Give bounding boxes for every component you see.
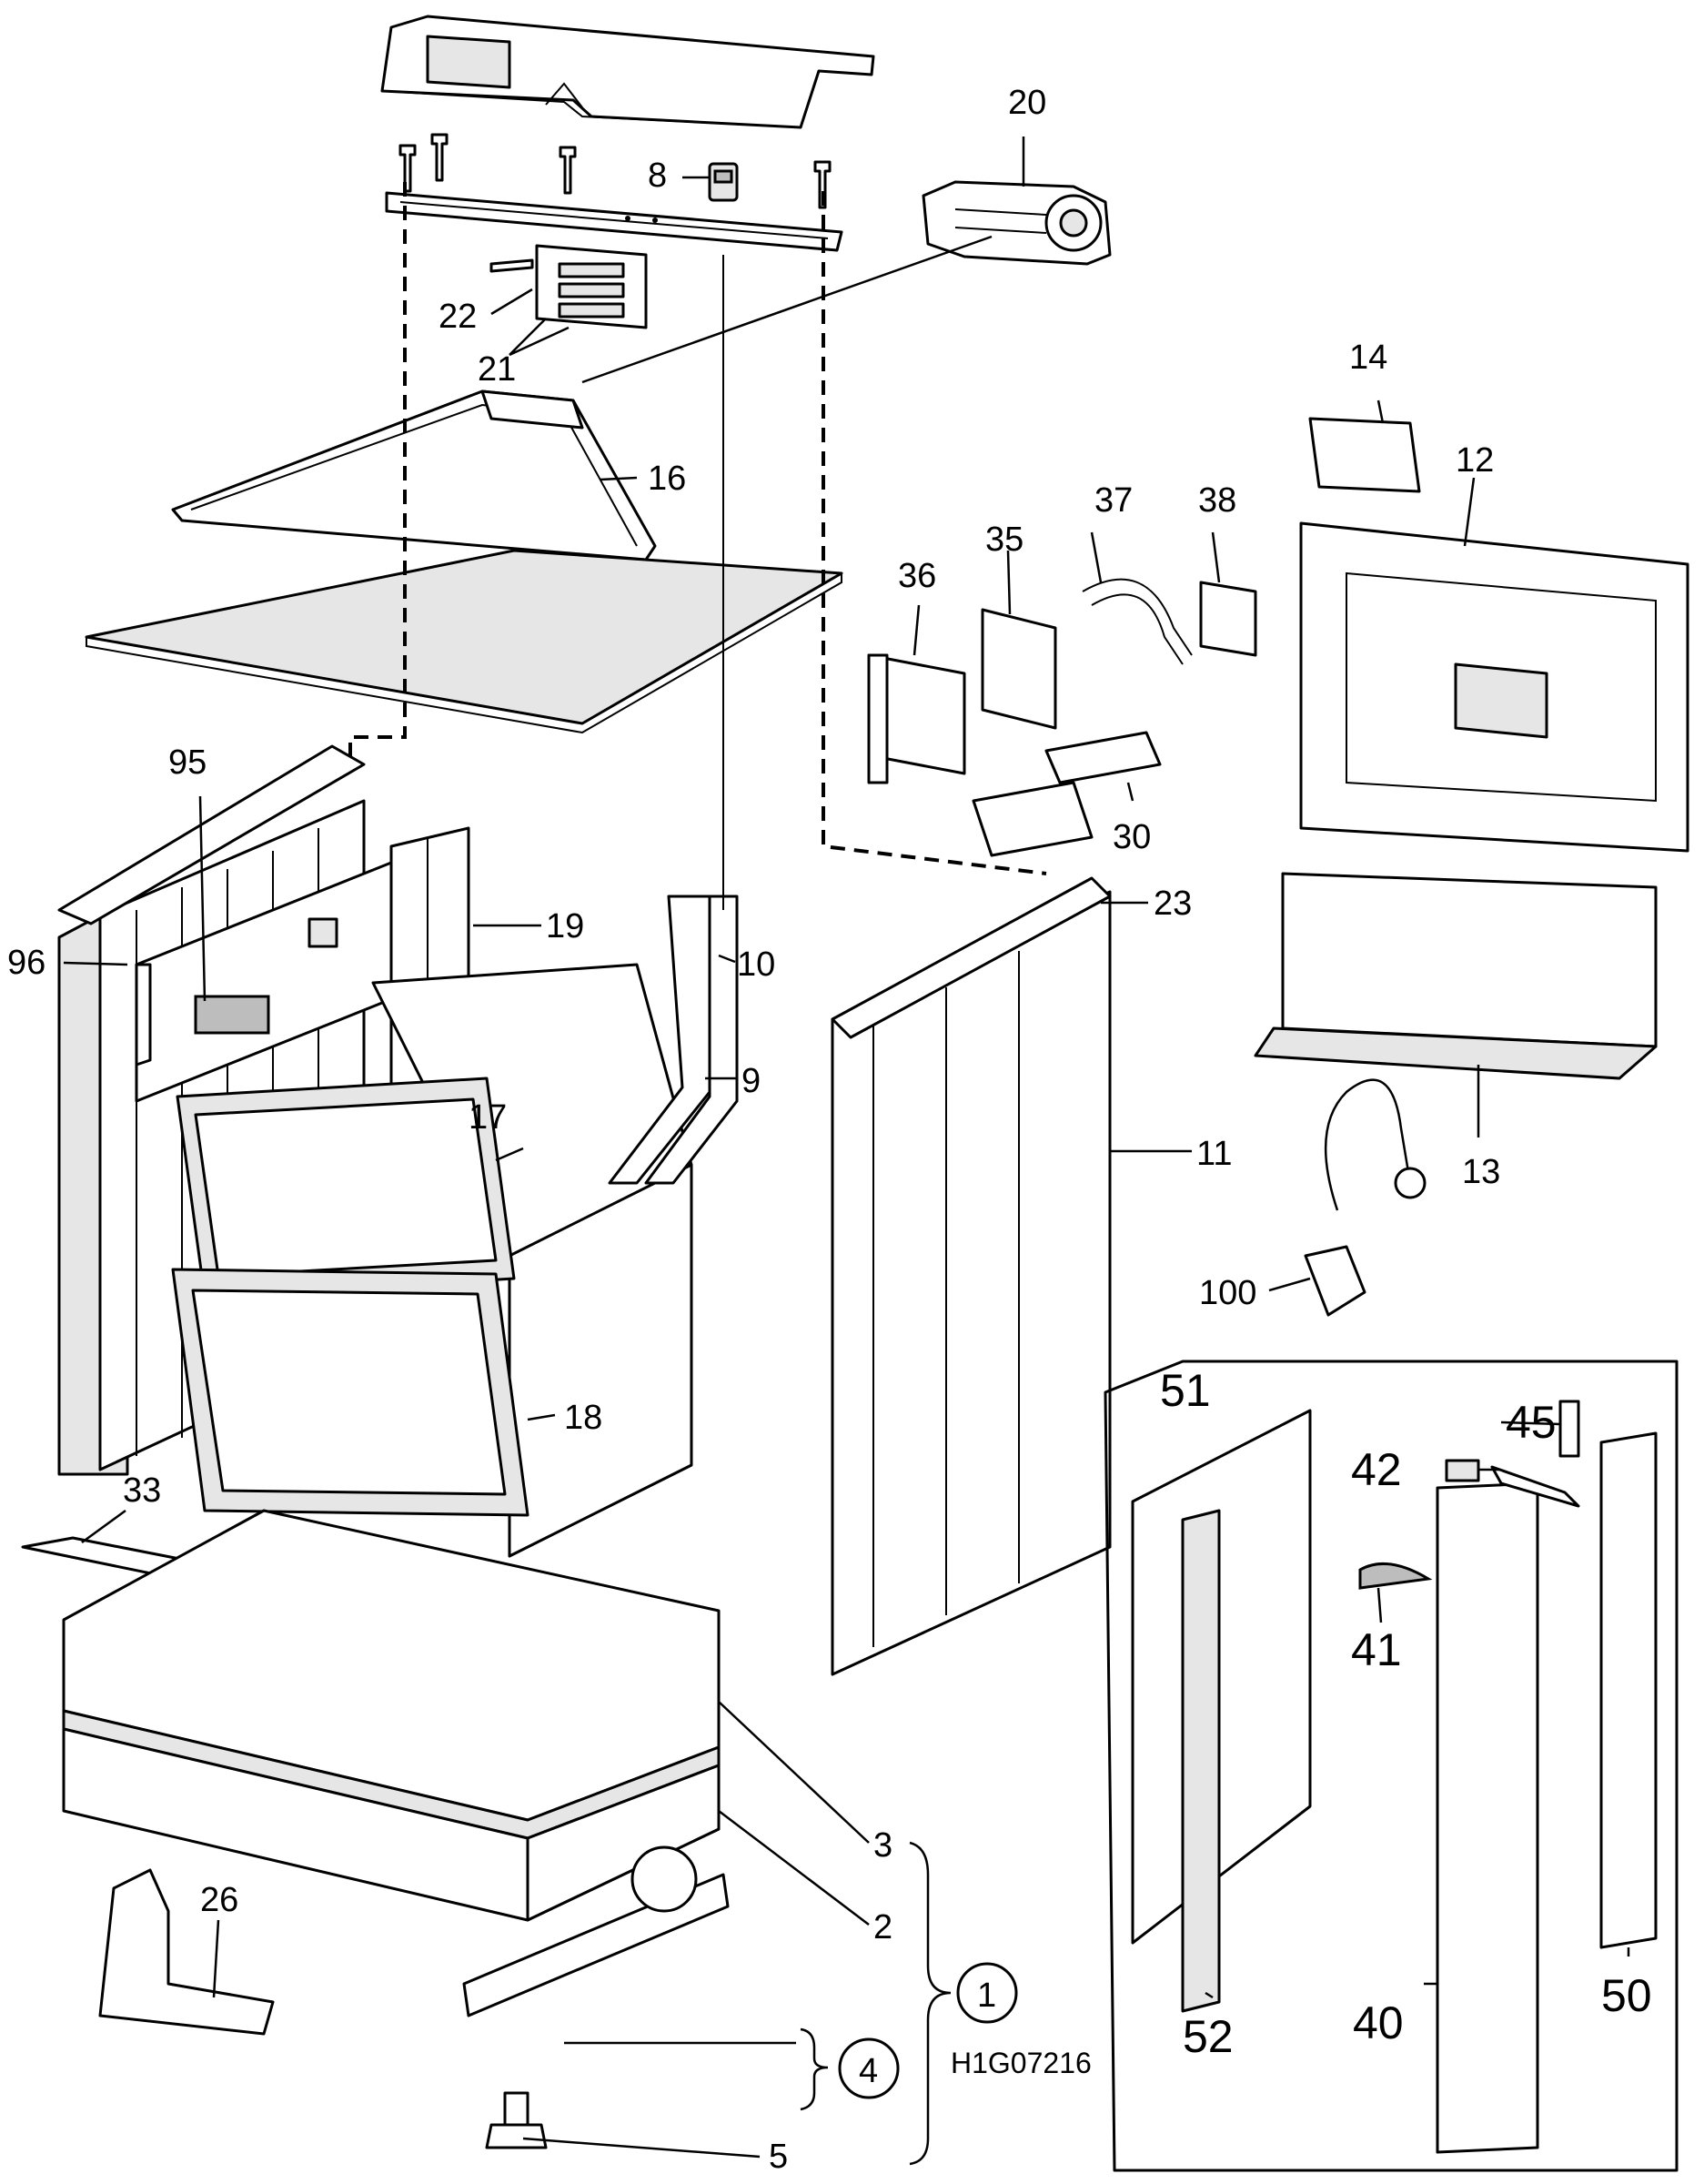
top-screws (398, 133, 832, 209)
callout-42: 42 (1351, 1444, 1402, 1495)
switch-part-8 (708, 162, 739, 202)
rear-panel-12 (1299, 521, 1689, 853)
callout-14: 14 (1349, 339, 1387, 377)
callout-21: 21 (478, 350, 516, 389)
callout-95: 95 (168, 743, 207, 782)
callout-23: 23 (1154, 885, 1192, 923)
callout-33: 33 (123, 1471, 161, 1510)
drawing-code: H1G07216 (951, 2047, 1092, 2079)
callout-8: 8 (648, 157, 667, 195)
group-circle-1 (956, 1962, 1018, 2024)
callout-16: 16 (648, 460, 686, 498)
callout-labels: 20 8 22 21 16 14 12 37 38 35 36 30 95 96… (7, 84, 1652, 2176)
door-seal-18 (171, 1268, 529, 1517)
callout-11: 11 (1196, 1135, 1232, 1173)
top-rail-23 (831, 876, 1112, 1039)
handle-40 (1436, 1481, 1539, 2154)
pipe-bracket-9-10 (608, 895, 739, 1185)
group-circle-4 (838, 2037, 900, 2099)
group-label-4: 4 (859, 2052, 878, 2090)
callout-51: 51 (1160, 1365, 1211, 1416)
worktop-plate (85, 549, 843, 734)
module-36 (867, 653, 966, 784)
leader-lines (63, 136, 1630, 2159)
foot-rail-4 (462, 1845, 730, 2017)
callout-22: 22 (439, 298, 477, 336)
group-labels: 1 4 (859, 1977, 996, 2090)
callout-3: 3 (873, 1826, 892, 1865)
callout-100: 100 (1199, 1274, 1256, 1312)
callout-96: 96 (7, 944, 45, 982)
callout-9: 9 (741, 1062, 761, 1100)
callout-13: 13 (1462, 1153, 1500, 1191)
callout-40: 40 (1353, 1997, 1404, 2048)
flat-cable-37 (1082, 578, 1193, 665)
hinge-parts-41-42-45 (1358, 1400, 1580, 1590)
callout-41: 41 (1351, 1624, 1402, 1675)
profile-50 (1599, 1431, 1658, 1949)
bracket-26 (98, 1868, 275, 2036)
callout-12: 12 (1456, 441, 1494, 480)
sensor-38 (1199, 581, 1257, 657)
callout-36: 36 (898, 557, 936, 595)
base-2 (62, 1727, 721, 1922)
group-brace-4 (800, 2027, 829, 2111)
module-35 (981, 608, 1057, 730)
callout-50: 50 (1601, 1970, 1652, 2021)
callout-19: 19 (546, 907, 584, 945)
callout-26: 26 (200, 1881, 238, 1919)
callout-20: 20 (1008, 84, 1046, 122)
group-brace-1 (909, 1841, 952, 2166)
cover-14 (1308, 417, 1421, 493)
foot-5 (485, 2091, 548, 2149)
door-frame-51 (1131, 1409, 1312, 1945)
callout-35: 35 (985, 521, 1023, 559)
profile-52 (1181, 1509, 1221, 2013)
callout-10: 10 (737, 945, 775, 984)
door-seal-17 (176, 1077, 516, 1299)
inset-frame (1104, 1360, 1679, 2172)
callout-38: 38 (1198, 481, 1236, 520)
callout-45: 45 (1506, 1397, 1557, 1448)
wire-harness-dashed (348, 182, 1047, 910)
terminal-30 (972, 731, 1162, 857)
callout-30: 30 (1113, 818, 1151, 856)
callout-37: 37 (1094, 481, 1133, 520)
power-cord-100 (1304, 1078, 1427, 1317)
frame-16 (171, 389, 657, 561)
callout-52: 52 (1183, 2011, 1234, 2062)
terminal-block-22-21 (489, 244, 648, 329)
top-front-bracket (385, 191, 843, 252)
top-rear-bracket (380, 15, 875, 129)
callout-17: 17 (469, 1098, 507, 1137)
group-label-1: 1 (977, 1977, 996, 2015)
base-tray-13 (1254, 872, 1658, 1080)
callout-5: 5 (769, 2138, 788, 2176)
callout-2: 2 (873, 1908, 892, 1946)
callout-18: 18 (564, 1399, 602, 1437)
